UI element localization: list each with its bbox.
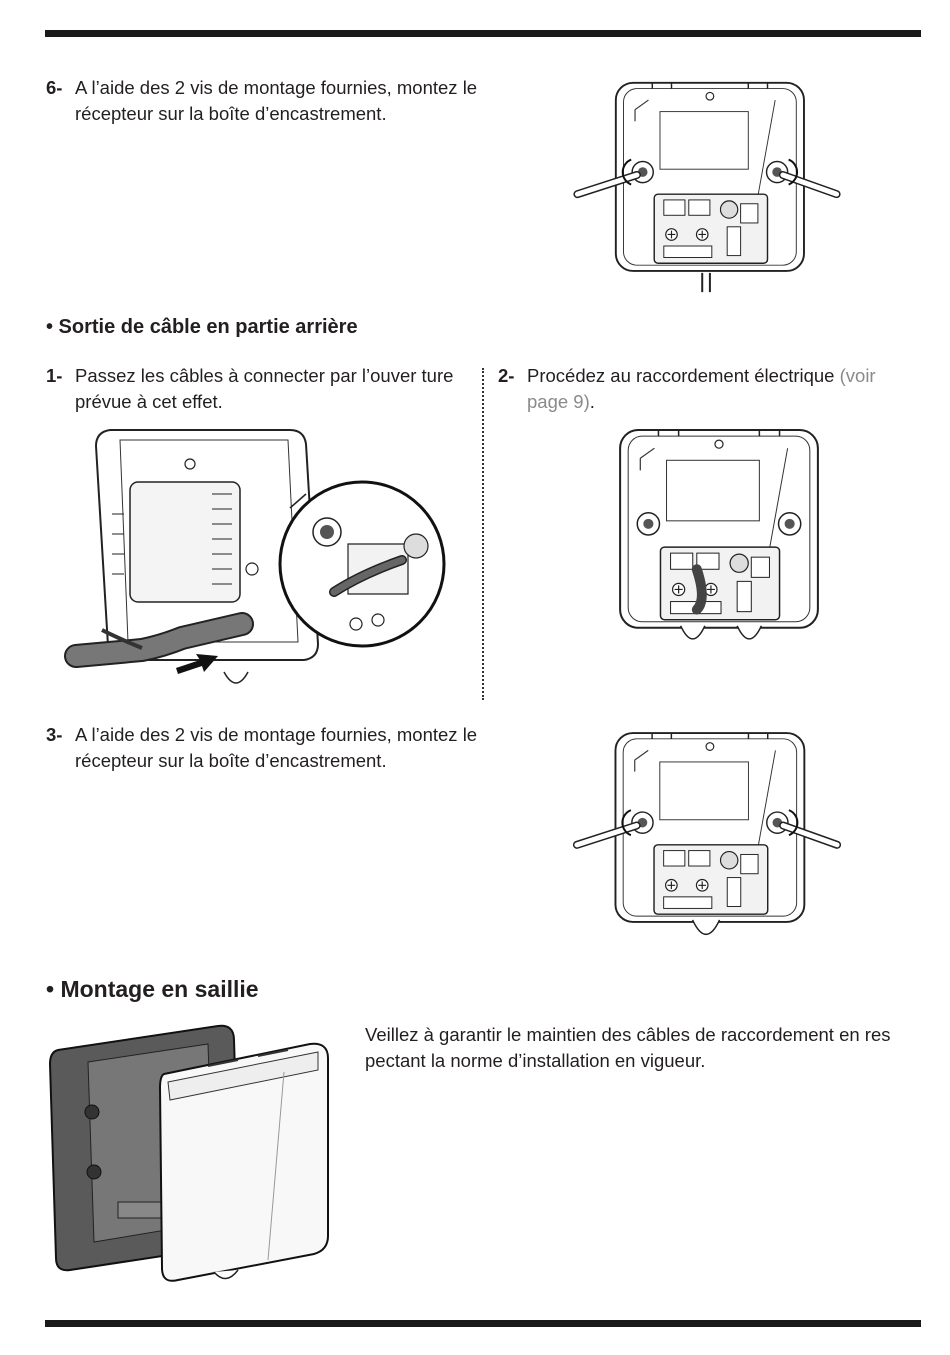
step-text: A l’aide des 2 vis de montage fournies, … — [75, 77, 478, 124]
surface-mount-text: Veillez à garantir le maintien des câble… — [365, 1024, 891, 1071]
step-text-wrap: Procédez au raccordement électrique (voi… — [498, 363, 918, 415]
surface-mount-illustration — [48, 1022, 332, 1284]
section-surface-title: • Montage en saillie — [46, 976, 259, 1002]
top-rule — [45, 30, 921, 37]
page-reference-link[interactable]: (voir page 9) — [527, 365, 876, 412]
step-6: 6- A l’aide des 2 vis de montage fournie… — [46, 75, 516, 127]
bottom-rule — [45, 1320, 921, 1327]
step-2: 2- Procédez au raccordement électrique (… — [498, 363, 918, 415]
step-number: 3- — [46, 724, 63, 745]
step-3: 3- A l’aide des 2 vis de montage fournie… — [46, 722, 516, 774]
cable-insertion-illustration — [72, 424, 456, 700]
step-number: 2- — [498, 365, 515, 386]
step-text: Procédez au raccordement électrique — [527, 365, 835, 386]
electrical-connection-illustration — [619, 429, 819, 650]
step-text-end: . — [589, 391, 595, 412]
step-text: Passez les câbles à connecter par l’ouve… — [75, 365, 454, 412]
column-divider — [482, 368, 484, 700]
step-number: 1- — [46, 365, 63, 386]
receiver-screws-illustration-2 — [575, 732, 840, 952]
step-1: 1- Passez les câbles à connecter par l’o… — [46, 363, 466, 415]
step-text: A l’aide des 2 vis de montage fournies, … — [75, 724, 478, 771]
receiver-screws-illustration — [575, 81, 840, 293]
step-number: 6- — [46, 77, 63, 98]
section-rear-title: • Sortie de câble en partie arrière — [46, 316, 358, 338]
